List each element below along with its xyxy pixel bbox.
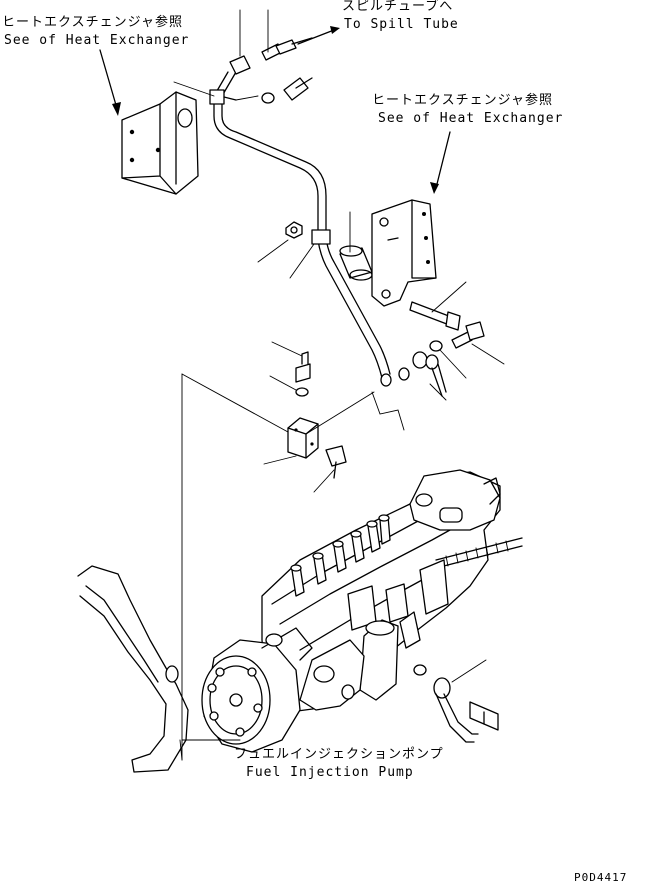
label-pump-en: Fuel Injection Pump — [246, 765, 414, 780]
plug-washer — [295, 387, 309, 397]
label-spill-tube-jp: スピルチューブへ — [342, 0, 454, 14]
right-mounting-bracket — [371, 199, 437, 307]
leader-10 — [439, 349, 467, 379]
pump-elbow-fitting — [413, 664, 499, 743]
small-bolt — [451, 321, 485, 349]
hex-nut — [285, 221, 303, 239]
pipe-washer-1 — [380, 373, 392, 387]
long-bolt — [409, 301, 461, 331]
spacer-sleeve — [339, 245, 373, 281]
label-heat-exchanger-en-left: See of Heat Exchanger — [4, 33, 190, 48]
leader-11 — [429, 383, 447, 401]
label-heat-exchanger-jp-right: ヒートエクスチェンジャ参照 — [372, 93, 553, 108]
leader-8 — [431, 281, 467, 313]
spill-tube-connector — [261, 37, 313, 61]
drawing-code: P0D4417 — [574, 871, 628, 884]
leader-21 — [179, 739, 183, 761]
plug-screw — [295, 351, 311, 383]
label-heat-exchanger-jp-left: ヒートエクスチェンジャ参照 — [2, 15, 183, 30]
leader-14 — [263, 455, 297, 465]
pipe-washer-2 — [398, 367, 410, 381]
pipe-clip-upper — [209, 89, 237, 105]
label-spill-tube-en: To Spill Tube — [344, 17, 459, 32]
leader-20 — [451, 659, 487, 683]
delivery-valves — [290, 514, 391, 597]
leader-17 — [313, 469, 335, 493]
left-mounting-bracket — [121, 91, 199, 195]
junction-block — [287, 417, 319, 459]
pipe-fitting-top — [229, 55, 251, 75]
leader-6 — [289, 243, 315, 279]
fuel-return-pipe — [213, 71, 391, 379]
leader-9 — [471, 343, 505, 365]
leader-4 — [235, 95, 259, 101]
label-heat-exchanger-en-right: See of Heat Exchanger — [378, 111, 564, 126]
arrow-to-spill-tube — [297, 26, 340, 45]
leader-5 — [257, 239, 289, 263]
leader-18 — [181, 373, 289, 433]
leader-16 — [269, 375, 297, 391]
banjo-fitting — [412, 340, 447, 397]
leader-heat-exchanger-left — [99, 49, 121, 116]
label-pump-jp: フュエルインジェクションポンプ — [234, 747, 444, 762]
leader-15 — [271, 341, 303, 357]
upper-washer — [261, 92, 275, 104]
fuel-injection-pump — [77, 469, 523, 773]
pipe-clip-middle — [311, 229, 331, 245]
upper-bolt — [283, 77, 313, 101]
leader-12 — [371, 391, 405, 431]
leader-13 — [305, 391, 375, 435]
leader-3 — [173, 81, 215, 97]
block-bolt — [325, 445, 347, 479]
leader-heat-exchanger-right — [430, 131, 451, 194]
